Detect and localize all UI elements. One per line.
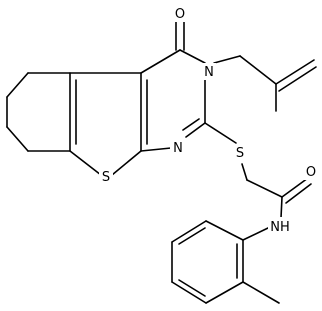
- bond-benzene: [171, 220, 207, 243]
- thiophene-sulfur-label: S: [102, 170, 110, 185]
- bond-cyclohexane: [6, 126, 29, 152]
- amide-oxygen-atom: O: [303, 162, 319, 180]
- amide-nitrogen-atom: NH: [268, 217, 292, 235]
- amide-oxygen-label: O: [306, 165, 316, 180]
- bond-pyrimidine: [140, 49, 181, 74]
- bond-benzene: [205, 281, 244, 304]
- bond-pyrimidine: [140, 147, 172, 152]
- bond-allyl-double: [278, 66, 317, 92]
- bond-pyrimidine: [179, 49, 206, 64]
- bond-s-ch2: [241, 163, 248, 181]
- bond-pyrimidine-double: [182, 118, 200, 131]
- thioether-sulfur-atom: S: [233, 144, 247, 161]
- carbonyl-oxygen-atom: O: [172, 4, 188, 22]
- bond-allyl: [213, 55, 241, 64]
- thiophene-sulfur-atom: S: [99, 168, 113, 185]
- bond-ch2-amide: [246, 179, 283, 198]
- bond-benzene: [171, 281, 207, 304]
- bond-benzene: [205, 220, 244, 241]
- bond-c2-s: [204, 122, 237, 144]
- bond-amide-carbonyl-double: [281, 177, 309, 198]
- ring-nitrogen-3-label: N: [204, 65, 214, 80]
- bond-pyrimidine: [185, 122, 206, 138]
- bond-allyl-double: [275, 59, 315, 85]
- bond-benzene-double: [178, 279, 206, 297]
- bond-thiophene: [69, 150, 102, 176]
- bond-amide-n: [280, 196, 283, 219]
- bond-amide-carbonyl-double: [285, 183, 312, 204]
- ring-nitrogen-1-label: N: [173, 141, 183, 156]
- bond-benzene-double: [178, 227, 206, 245]
- bond-allyl: [239, 55, 277, 85]
- carbonyl-oxygen-label: O: [175, 7, 185, 22]
- ring-nitrogen-1-atom: N: [170, 139, 185, 156]
- bond-aryl-methyl: [242, 281, 280, 304]
- thioether-sulfur-label: S: [236, 146, 244, 161]
- bond-cyclohexane: [6, 72, 29, 98]
- bond-thiophene: [111, 150, 142, 176]
- atom-label-layer: O N N S S O NH: [99, 4, 319, 235]
- bond-n-aryl: [242, 227, 269, 241]
- bond-layer: [6, 20, 317, 304]
- ring-nitrogen-3-atom: N: [201, 63, 216, 80]
- amide-nitrogen-label: NH: [270, 220, 290, 235]
